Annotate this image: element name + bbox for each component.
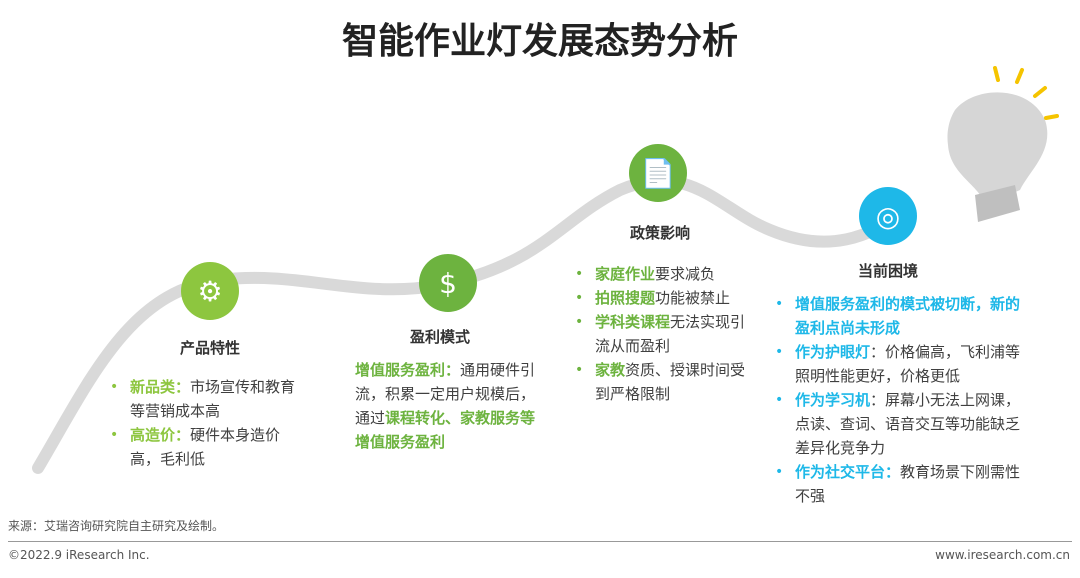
- stage-heading: 当前困境: [857, 262, 918, 280]
- target-icon: ◎: [859, 187, 917, 245]
- list-item: 学科类课程无法实现引流从而盈利: [573, 310, 758, 358]
- page-title: 智能作业灯发展态势分析: [341, 21, 738, 62]
- document-icon: 📄: [629, 144, 687, 202]
- stage-dilemma-list: 增值服务盈利的模式被切断，新的盈利点尚未形成 作为护眼灯：价格偏高，飞利浦等照明…: [773, 292, 1023, 508]
- footer-divider: [8, 541, 1072, 542]
- stage-heading: 产品特性: [179, 339, 240, 357]
- list-item: 家教资质、授课时间受到严格限制: [573, 358, 758, 406]
- stage-product-list: 新品类：市场宣传和教育等营销成本高 高造价：硬件本身造价高，毛利低: [108, 375, 308, 471]
- lightbulb-icon: [947, 92, 1048, 222]
- stage-heading: 盈利模式: [409, 328, 470, 346]
- list-item: 拍照搜题功能被禁止: [573, 286, 758, 310]
- stage-profit-text: 增值服务盈利：通用硬件引流，积累一定用户规模后，通过课程转化、家教服务等增值服务…: [355, 361, 536, 451]
- list-item: 高造价：硬件本身造价高，毛利低: [108, 423, 308, 471]
- list-item: 增值服务盈利的模式被切断，新的盈利点尚未形成: [773, 292, 1023, 340]
- list-item: 家庭作业要求减负: [573, 262, 758, 286]
- list-item: 作为学习机：屏幕小无法上网课，点读、查词、语音交互等功能缺乏差异化竞争力: [773, 388, 1023, 460]
- light-rays-icon: [993, 66, 1059, 120]
- stage-heading: 政策影响: [629, 224, 690, 242]
- list-item: 作为社交平台：教育场景下刚需性不强: [773, 460, 1023, 508]
- source-note: 来源：艾瑞咨询研究院自主研究及绘制。: [8, 519, 225, 533]
- list-item: 作为护眼灯：价格偏高，飞利浦等照明性能更好，价格更低: [773, 340, 1023, 388]
- gears-icon: ⚙: [181, 262, 239, 320]
- money-hand-icon: $: [419, 254, 477, 312]
- copyright: ©2022.9 iResearch Inc.: [8, 548, 150, 562]
- stage-policy-list: 家庭作业要求减负 拍照搜题功能被禁止 学科类课程无法实现引流从而盈利 家教资质、…: [573, 262, 758, 406]
- website-link[interactable]: www.iresearch.com.cn: [935, 548, 1070, 562]
- list-item: 新品类：市场宣传和教育等营销成本高: [108, 375, 308, 423]
